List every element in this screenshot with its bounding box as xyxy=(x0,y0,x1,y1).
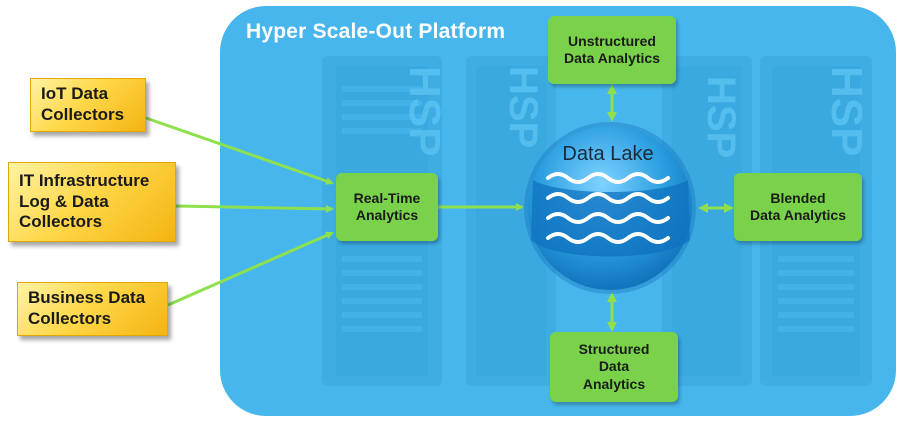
server-label-2: HSP xyxy=(501,66,545,148)
collector-iot: IoT Data Collectors xyxy=(30,78,146,132)
arrow-it-to-realtime xyxy=(175,204,334,213)
realtime-line-1: Real-Time xyxy=(353,189,421,206)
water-waves-icon xyxy=(546,172,670,244)
arrow-iot-to-realtime xyxy=(145,116,334,185)
collector-it-infrastructure: IT Infrastructure Log & Data Collectors xyxy=(8,162,176,242)
collector-it-line-2: Log & Data xyxy=(19,191,109,211)
collector-iot-line-1: IoT Data xyxy=(41,84,109,104)
realtime-analytics-box: Real-Time Analytics xyxy=(336,173,438,241)
structured-line-3: Analytics xyxy=(582,375,646,392)
server-label-3: HSP xyxy=(699,76,743,158)
data-lake-globe xyxy=(524,122,696,294)
server-rack-3 xyxy=(662,56,752,386)
collector-it-line-1: IT Infrastructure xyxy=(19,170,150,190)
structured-line-1: Structured xyxy=(578,341,650,358)
arrow-business-to-realtime xyxy=(167,231,334,307)
collector-it-line-3: Collectors xyxy=(19,212,103,232)
server-rack-2 xyxy=(466,56,556,386)
unstructured-analytics-box: Unstructured Data Analytics xyxy=(548,16,676,84)
collector-business: Business Data Collectors xyxy=(17,282,168,336)
blended-line-1: Blended xyxy=(770,189,826,206)
collector-iot-line-2: Collectors xyxy=(41,105,125,124)
unstructured-line-1: Unstructured xyxy=(568,32,656,49)
blended-line-2: Data Analytics xyxy=(750,207,846,223)
structured-line-2: Data xyxy=(598,358,630,375)
realtime-line-2: Analytics xyxy=(355,207,419,223)
structured-analytics-box: Structured Data Analytics xyxy=(550,332,678,402)
server-label-1: HSP xyxy=(400,66,449,156)
data-lake-title: Data Lake xyxy=(562,143,654,165)
server-label-4: HSP xyxy=(822,66,871,156)
collector-business-line-2: Collectors xyxy=(28,309,112,328)
platform-title: Hyper Scale-Out Platform xyxy=(246,20,506,43)
unstructured-line-2: Data Analytics xyxy=(564,50,660,66)
collector-business-line-1: Business Data xyxy=(28,288,146,308)
blended-analytics-box: Blended Data Analytics xyxy=(734,173,862,241)
